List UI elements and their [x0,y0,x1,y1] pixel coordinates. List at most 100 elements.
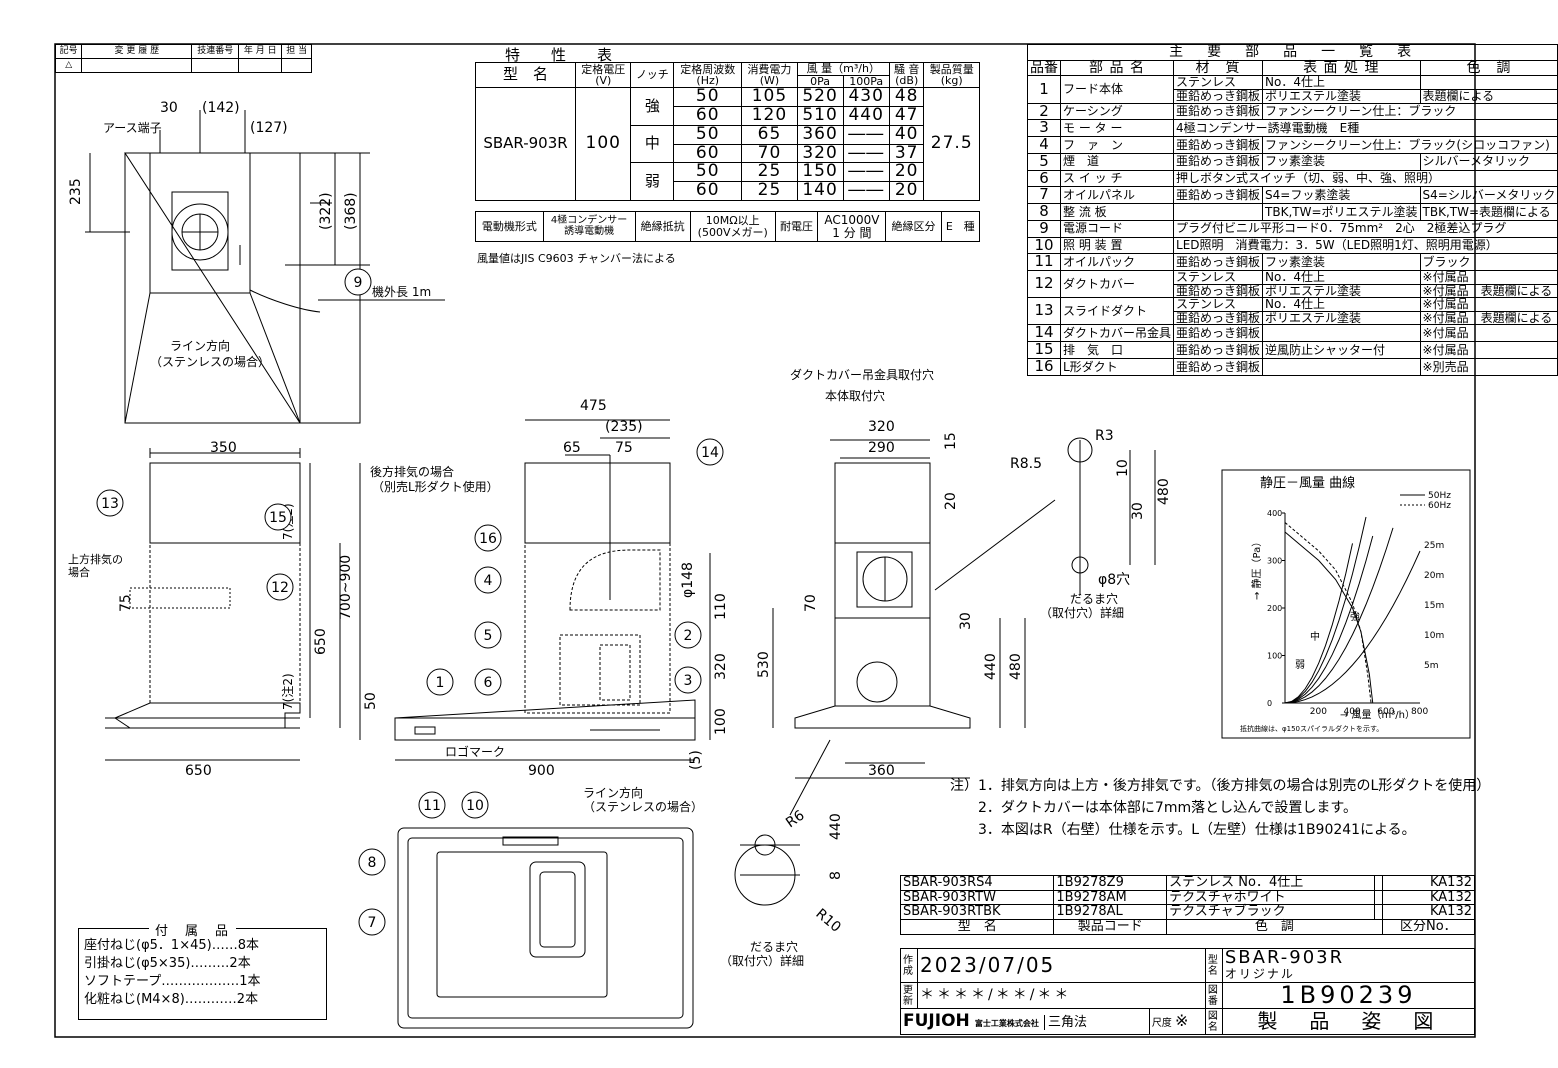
part-material: 亜鉛めっき鋼板 [1173,253,1264,272]
tb-scale: ※ [1175,1011,1189,1031]
part-number: 16 [1027,357,1061,376]
part-material: 亜鉛めっき鋼板 [1173,186,1264,205]
chart-resistance-curve [1284,550,1421,704]
detail2-440: 440 [828,813,844,840]
accessory-item: 化粧ねじ(M4×8)…………2本 [84,992,259,1007]
part-material: ステンレス [1173,297,1264,312]
variant-blank [1374,875,1383,891]
spec-pa100: ―― [842,124,890,145]
balloon-number: 8 [368,855,377,871]
tb-scale-cell: 尺度 ※ [1148,1008,1206,1036]
chart-notch-label: 強 [1350,610,1360,623]
chart-ylabel: → 静圧（Pa） [1250,537,1263,600]
variant-blank [1374,889,1383,906]
note-3: 3．本図はR（右壁）仕様を示す。L（左壁）仕様は1B90241による。 [978,822,1416,838]
earth-terminal-label: アース端子 [103,121,162,135]
front-view [105,448,361,761]
detail2-r10: R10 [812,906,843,936]
top-view [85,110,445,424]
detail1-r85: R8.5 [1010,456,1042,472]
part-name: ス イ ッ チ [1059,169,1175,188]
bottom-view [397,827,694,1029]
tb-made-label: 作成 [900,948,918,983]
part-name: モ ー タ ー [1059,119,1175,138]
dim-front-50: 50 [363,692,379,710]
variant-class: KA132 [1381,889,1476,906]
keyhole-detail-2 [734,834,800,906]
dim-top-30: 30 [160,100,178,116]
dim-right-20: 20 [943,492,959,510]
chart-xtick-label: 200 [1310,707,1327,717]
spec-pa100: ―― [842,162,890,183]
part-color: ※付属品 [1419,297,1558,312]
accessory-item: 引掛ねじ(φ5×35)………2本 [84,956,251,971]
detail1-480: 480 [1156,478,1172,505]
spec-h-noise: 騒 音 (dB) [888,61,925,89]
parts-title: 主 要 部 品 一 覧 表 [1026,44,1558,61]
balloon-number: 4 [484,573,493,589]
parts-h-material: 材 質 [1173,59,1264,77]
parts-h-color: 色 調 [1419,59,1558,77]
spec-pa0: 140 [796,181,844,202]
spec-db: 20 [888,162,925,183]
chart-notch-label: 弱 [1295,659,1305,671]
dim-right-70: 70 [803,594,819,612]
dim-side-110: 110 [713,593,729,620]
cord-length-label: 機外長 1m [372,284,431,299]
balloon-circle [96,489,124,517]
parts-h-finish: 表 面 処 理 [1262,59,1421,77]
upper-exhaust-label: 上方排気の場合 [68,552,123,579]
variant-code: 1B9278AM [1053,889,1168,906]
accessory-item: ソフトテープ………………1本 [84,974,261,989]
accessories-box: 付 属 品 座付ねじ(φ5．1×45)……8本引掛ねじ(φ5×35)………2本ソ… [78,920,327,1020]
part-finish: S4=フッ素塗装 [1262,186,1421,205]
dim-side-75: 75 [615,440,633,456]
class-label: 絶縁区分 [885,211,942,242]
spec-pa0: 360 [796,124,844,145]
balloon-circle [474,621,502,649]
variant-color: テクスチャホワイト [1166,889,1376,906]
tb-projection: 三角法 [1043,1014,1087,1030]
tb-model: SBAR-903R [1224,946,1345,968]
balloon-number: 5 [484,628,493,644]
dim-side-235: (235) [605,419,643,435]
balloon-circle [418,791,446,819]
note-2: 2．ダクトカバーは本体部に7mm落とし込んで設置します。 [978,800,1357,816]
variant-model: SBAR-903RTBK [899,904,1055,920]
side-view [394,419,711,761]
dim-side-475: 475 [580,398,607,414]
front-duct-cover [149,462,301,544]
right-view [772,439,1056,816]
part-finish: ポリエステル塗装 [1262,283,1421,299]
spec-db: 20 [888,181,925,202]
balloon-circle [264,503,292,531]
line-dir-line1: ライン方向 [170,338,230,353]
spec-pa100: ―― [842,181,890,202]
balloon-number: 15 [269,510,287,526]
right-exhaust [856,551,913,608]
spec-h-power: 消費電力 (W) [741,61,798,89]
part-name: 整 流 板 [1059,203,1175,221]
tb-upd-date: ＊＊＊＊/＊＊/＊＊ [917,981,1206,1010]
part-name: ダクトカバー吊金具 [1059,324,1175,343]
oil-panel [436,851,608,998]
balloon-number: 6 [484,675,493,691]
dim-side-900: 900 [528,763,555,779]
chart-ytick-label: 300 [1267,557,1282,566]
pressure-airflow-chart: 静圧－風量 曲線 50Hz 60Hz → 静圧（Pa） → 風量（m³/h） 抵… [1221,469,1471,739]
insulation-value: 10MΩ以上 (500Vメガー) [689,211,776,242]
variant-class: KA132 [1381,875,1476,891]
dim-front-700-900: 700~900 [338,555,354,620]
duct-hanger-hole-label: ダクトカバー吊金具取付穴 [790,367,934,382]
spec-table-title: 特 性 表 [505,46,621,64]
body-hole-label: 本体取付穴 [825,388,885,403]
chart-ytick-label: 200 [1267,604,1282,613]
parts-table: 主 要 部 品 一 覧 表 品番 部 品 名 材 質 表 面 処 理 色 調 1… [1026,44,1558,376]
